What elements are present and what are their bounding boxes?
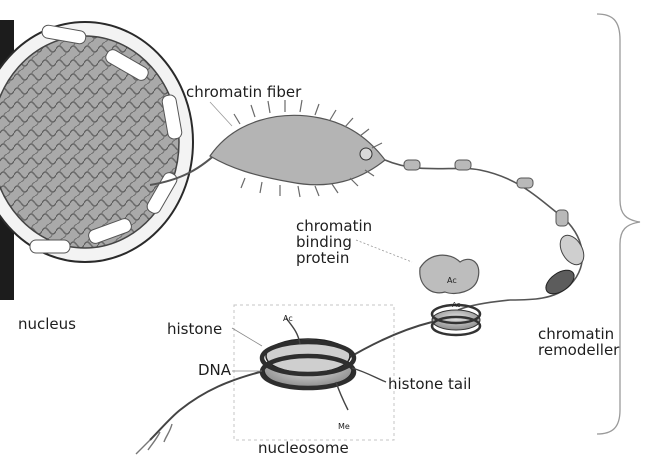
label-dna: DNA: [198, 362, 231, 378]
leader-histone: [232, 328, 262, 346]
label-chromatin-fiber: chromatin fiber: [186, 84, 301, 100]
right-brace: [597, 14, 640, 434]
chromatin-binding-protein-shape: [420, 255, 479, 293]
beads-on-string: [404, 160, 568, 226]
label-chromatin-binding-protein-line2: binding: [296, 234, 372, 250]
histone-tail-right: [352, 368, 386, 382]
label-chromatin-remodeller-line1: chromatin: [538, 326, 619, 342]
methyl-mark-large-nucleosome: Me: [338, 422, 350, 431]
label-chromatin-remodeller: chromatin remodeller: [538, 326, 619, 358]
label-chromatin-binding-protein-line3: protein: [296, 250, 372, 266]
leader-fiber: [210, 102, 232, 126]
nucleus-body: [0, 22, 193, 262]
label-chromatin-binding-protein-line1: chromatin: [296, 218, 372, 234]
label-chromatin-remodeller-line2: remodeller: [538, 342, 619, 358]
acetyl-mark-small-nucleosome: Ac: [452, 301, 461, 309]
chromatin-fiber-shape: [210, 100, 385, 197]
label-histone-tail: histone tail: [388, 376, 471, 392]
dna-tail-left: [150, 372, 260, 440]
small-nucleosome: [432, 305, 480, 335]
histone-tail-bottom: [336, 382, 348, 410]
label-nucleosome: nucleosome: [258, 440, 349, 456]
dna-between-nucleosomes: [345, 322, 432, 360]
acetyl-mark-protein: Ac: [447, 276, 457, 285]
label-nucleus: nucleus: [18, 316, 76, 332]
large-nucleosome: [262, 339, 354, 388]
label-chromatin-binding-protein: chromatin binding protein: [296, 218, 372, 266]
label-histone: histone: [167, 321, 222, 337]
acetyl-mark-large-nucleosome: Ac: [283, 314, 293, 323]
